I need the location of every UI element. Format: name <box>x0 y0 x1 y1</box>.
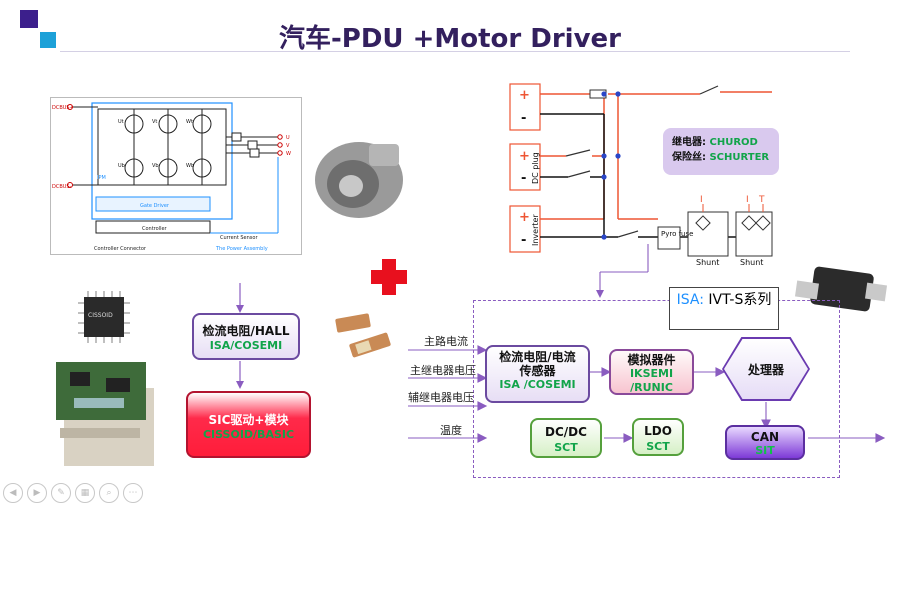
pack3-plus: + <box>519 210 530 225</box>
switch-label: Vt <box>152 119 157 125</box>
chip-label: CISSOID <box>88 312 113 319</box>
input-main-relay-voltage: 主继电器电压 <box>410 364 476 377</box>
can-block: CAN SIT <box>725 425 805 460</box>
can-vendor: SIT <box>755 444 775 457</box>
isa-text: IVT-S系列 <box>703 292 772 308</box>
dc-plug-label: DC plug <box>531 152 540 184</box>
current-sense-block: 检流电阻/电流 传感器 ISA /COSEMI <box>485 345 590 403</box>
switch-label: Wt <box>186 119 193 125</box>
pen-icon[interactable]: ✎ <box>51 483 71 503</box>
pack3-minus: - <box>521 233 526 248</box>
more-options-icon[interactable]: ⋯ <box>123 483 143 503</box>
shunt-resistor-photo <box>335 313 391 358</box>
power-module-photo <box>56 362 154 466</box>
fuse-vendor: SCHURTER <box>709 152 770 163</box>
zoom-icon[interactable]: ⌕ <box>99 483 119 503</box>
sense-hall-title: 检流电阻/HALL <box>202 324 290 338</box>
shunt2-i-label: I <box>746 195 749 205</box>
current-sense-vendor: ISA /COSEMI <box>499 378 576 391</box>
fuse-prefix: 保险丝: <box>672 152 710 163</box>
prev-slide-icon[interactable]: ◀ <box>3 483 23 503</box>
power-assembly-label: The Power Assembly <box>215 246 268 252</box>
controller-connector-label: Controller Connector <box>94 246 147 252</box>
logo-square-blue <box>40 32 56 48</box>
dcbus-plus-label: DCBUS+ <box>52 105 74 111</box>
sic-driver-module-block: SIC驱动+模块 CISSOID/BASIC <box>186 391 311 458</box>
isa-sensor-label-box: ISA: IVT-S系列 <box>669 287 779 330</box>
switch-label: Ut <box>118 119 124 125</box>
current-sense-title: 检流电阻/电流 <box>499 350 576 364</box>
dcdc-vendor: SCT <box>554 441 578 454</box>
logo-square-purple <box>20 10 38 28</box>
gate-driver-label: Gate Driver <box>140 203 170 209</box>
phase-u-label: U <box>286 135 290 141</box>
motor-photo <box>315 142 403 218</box>
relay-prefix: 继电器: <box>672 137 710 148</box>
ldo-block: LDO SCT <box>632 418 684 456</box>
dcbus-minus-label: DCBUS- <box>52 184 72 190</box>
ldo-vendor: SCT <box>646 440 670 453</box>
switch-label: Ub <box>118 163 125 169</box>
pdu-circuit: + - + - + - DC plug Inverter Pyro fuse S… <box>509 83 773 298</box>
ipm-label: IPM <box>97 175 106 181</box>
pack1-minus: - <box>521 111 526 126</box>
shunt2-t-label: T <box>758 195 765 205</box>
isa-prefix: ISA: <box>676 292 704 308</box>
block-connectors <box>408 345 886 443</box>
switch-label: Wb <box>186 163 194 169</box>
analog-devices-block: 模拟器件 IKSEMI /RUNIC <box>609 349 694 395</box>
pack2-plus: + <box>519 149 530 164</box>
slide-nav-toolbar: ◀ ▶ ✎ ▦ ⌕ ⋯ <box>3 483 143 503</box>
sense-hall-vendor: ISA/COSEMI <box>209 339 283 352</box>
pyro-fuse-label: Pyro fuse <box>661 230 693 238</box>
controller-label: Controller <box>142 226 168 232</box>
motor-driver-schematic: Ut Vt Wt Ub Vb Wb U V W DCBUS+ DCBUS- IP… <box>50 97 302 255</box>
current-sense-subtitle: 传感器 <box>519 364 556 378</box>
shunt1-i-label: I <box>700 195 703 205</box>
bms-block-boundary <box>473 300 840 478</box>
inverter-label: Inverter <box>531 214 540 246</box>
current-sensor-label: Current Sensor <box>220 235 258 241</box>
left-flow-arrows <box>236 283 244 389</box>
input-aux-relay-voltage: 辅继电器电压 <box>408 391 474 404</box>
sense-hall-block: 检流电阻/HALL ISA/COSEMI <box>192 313 300 360</box>
input-main-current: 主路电流 <box>424 335 468 348</box>
input-temperature: 温度 <box>440 424 462 437</box>
next-slide-icon[interactable]: ▶ <box>27 483 47 503</box>
title-divider <box>60 51 850 52</box>
shunt1-label: Shunt <box>696 258 719 267</box>
processor-block: 处理器 <box>722 337 810 401</box>
phase-w-label: W <box>286 151 291 157</box>
analog-vendor-1: IKSEMI <box>629 367 674 380</box>
shunt2-label: Shunt <box>740 258 763 267</box>
can-title: CAN <box>750 430 780 444</box>
chip-photo: CISSOID <box>78 291 130 343</box>
pack2-minus: - <box>521 171 526 186</box>
sic-driver-vendor: CISSOID/BASIC <box>202 428 295 441</box>
switch-label: Vb <box>152 163 159 169</box>
relay-vendor: CHUROD <box>709 137 758 148</box>
relay-fuse-vendor-box: 继电器: CHUROD 保险丝: SCHURTER <box>663 128 779 175</box>
plus-icon <box>371 259 407 295</box>
dcdc-block: DC/DC SCT <box>530 418 602 458</box>
ldo-title: LDO <box>644 424 672 438</box>
processor-label: 处理器 <box>724 339 808 399</box>
analog-vendor-2: /RUNIC <box>630 381 673 394</box>
pack1-plus: + <box>519 88 530 103</box>
sic-driver-title: SIC驱动+模块 <box>208 413 289 427</box>
page-title: 汽车-PDU +Motor Driver <box>279 24 621 54</box>
phase-v-label: V <box>286 143 290 149</box>
slides-grid-icon[interactable]: ▦ <box>75 483 95 503</box>
dcdc-title: DC/DC <box>545 425 587 439</box>
analog-title: 模拟器件 <box>627 353 676 367</box>
